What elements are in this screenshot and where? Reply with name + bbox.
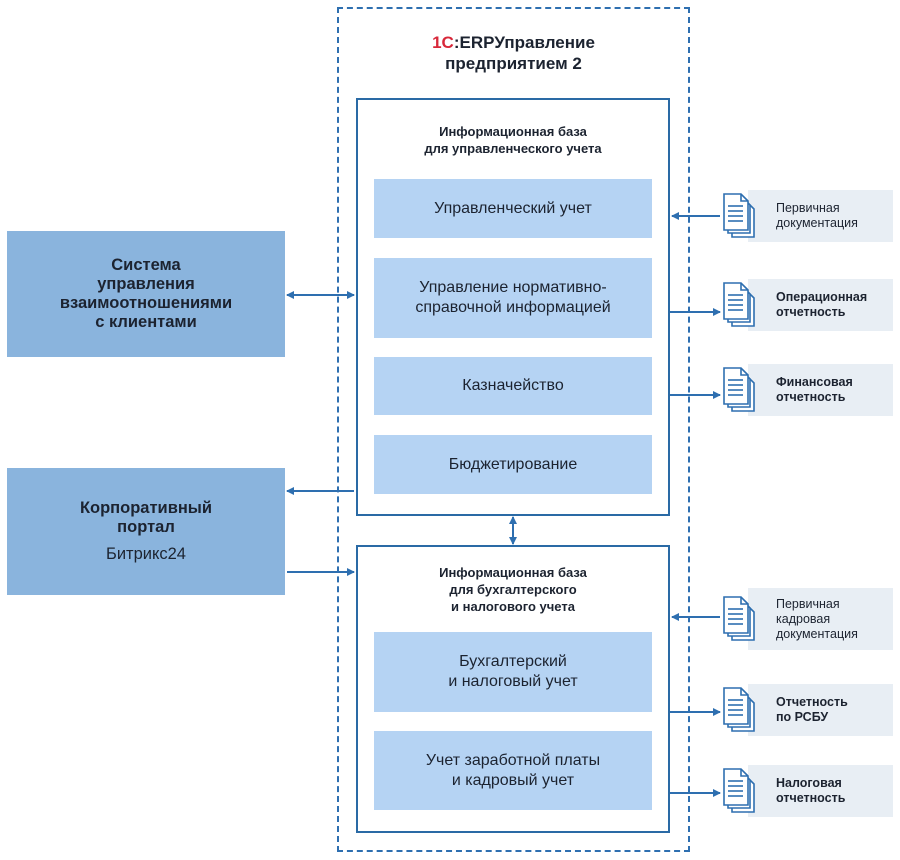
module-master-data: Управление нормативно- справочной информ… <box>374 258 652 338</box>
brand-1c: 1С <box>432 33 454 52</box>
crm-system: Система управления взаимоотношениями с к… <box>7 231 285 357</box>
management-infobase-title: Информационная база для управленческого … <box>424 124 602 156</box>
document-icon <box>722 365 764 420</box>
module-management-accounting: Управленческий учет <box>374 179 652 238</box>
document-icon <box>722 280 764 335</box>
module-treasury: Казначейство <box>374 357 652 415</box>
product-title: 1С:ERPУправление предприятием 2 <box>432 33 595 73</box>
document-icon <box>722 594 764 649</box>
document-icon <box>722 685 764 740</box>
corporate-portal: Корпоративный портал Битрикс24 <box>7 468 285 595</box>
module-budgeting: Бюджетирование <box>374 435 652 494</box>
module-payroll-hr: Учет заработной платы и кадровый учет <box>374 731 652 810</box>
document-icon <box>722 766 764 821</box>
accounting-infobase-title: Информационная база для бухгалтерского и… <box>439 565 587 614</box>
module-accounting-tax: Бухгалтерский и налоговый учет <box>374 632 652 712</box>
erp-boundary <box>337 7 690 852</box>
document-icon <box>722 191 764 246</box>
